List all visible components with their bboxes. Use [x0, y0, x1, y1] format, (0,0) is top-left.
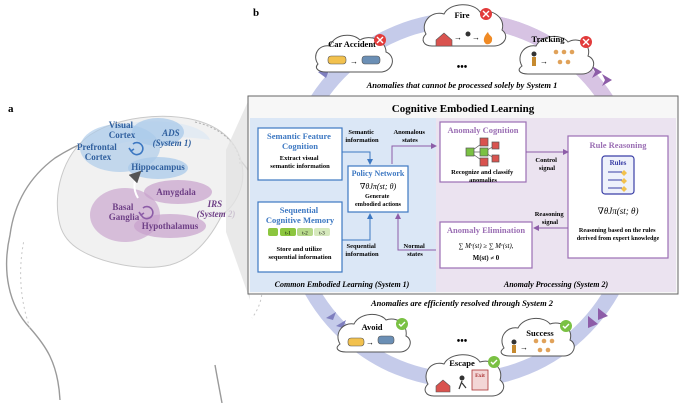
chain-label-3: t-3 [319, 232, 325, 237]
anomaly-elimination-box [439, 221, 533, 269]
anomaly-elimination-title: Anomaly Elimination [447, 225, 525, 235]
ads-label: ADS (System 1) [153, 128, 192, 148]
svg-text:→: → [540, 57, 548, 66]
policy-network-box [347, 165, 409, 213]
semantic-info-label: Semantic information [345, 129, 379, 144]
svg-text:→: → [472, 33, 480, 42]
policy-desc: Generate embodied actions [355, 193, 401, 208]
avoid-label: Avoid [361, 322, 382, 332]
anomaly-cognition-desc: Recognize and classify anomalies [451, 169, 515, 184]
anomalous-states-label: Anomalous states [393, 129, 426, 144]
purple-brain-region [90, 180, 212, 242]
fire-label: Fire [455, 10, 470, 20]
crashed-car-icon [361, 55, 381, 65]
sequential-memory-desc: Store and utilize sequential information [268, 246, 331, 261]
footer-system1: Common Embodied Learning (System 1) [275, 280, 410, 289]
rule-formula: ∇θJπ(st; θ) [598, 206, 639, 216]
arrow-icon: → [350, 57, 358, 66]
car-icon [377, 335, 395, 345]
ring-chevrons-bottom-right [588, 308, 608, 328]
escape-label: Escape [449, 358, 475, 368]
success-check-icon [560, 320, 572, 332]
irs-label: IRS (System 2) [197, 199, 236, 219]
semantic-info-arrow [342, 151, 373, 165]
cloud-escape: Escape Exit [424, 354, 505, 397]
bottom-ellipsis: ••• [457, 336, 468, 347]
normal-states-label: Normal states [404, 243, 427, 258]
cloud-car-accident: Car Accident → [315, 34, 393, 73]
person-icon [511, 339, 517, 345]
success-check-icon [488, 356, 500, 368]
reasoning-signal-label: Reasoning signal [535, 211, 566, 226]
blue-brain-region [80, 118, 188, 179]
top-ellipsis: ••• [457, 62, 468, 73]
car-icon [327, 55, 347, 65]
memory-chain-icon: t-1 t-2 t-3 [268, 228, 330, 237]
crowd-icon [533, 338, 555, 353]
semantic-feature-desc: Extract visual semantic information [270, 155, 330, 170]
hypothalamus-label: Hypothalamus [142, 221, 199, 231]
top-caption: Anomalies that cannot be processed solel… [366, 80, 558, 90]
elimination-formula-2: M(st) ≠ 0 [473, 255, 500, 262]
house-icon [435, 32, 453, 47]
policy-formula: ∇θJπ(st; θ) [360, 182, 397, 191]
panel-a-letter: a [8, 103, 14, 115]
ring-chevrons-right-top [592, 66, 612, 86]
footer-system2: Anomaly Processing (System 2) [503, 280, 609, 289]
car-icon [347, 337, 365, 347]
tracking-label: Tracking [532, 34, 566, 44]
rules-book-icon [601, 155, 635, 195]
svg-text:→: → [454, 33, 462, 42]
exit-door-icon [471, 369, 489, 391]
person-icon [531, 51, 537, 57]
control-signal-label: Control signal [535, 157, 558, 172]
running-person-icon [459, 375, 465, 381]
zoom-cone [226, 97, 250, 300]
semantic-feature-box [257, 127, 343, 181]
rule-reasoning-title: Rule Reasoning [590, 140, 648, 150]
exit-sign: Exit [475, 373, 485, 379]
normal-states-arrow [395, 213, 436, 251]
sequential-info-label: Sequential information [345, 243, 379, 258]
sequential-memory-title: Sequential Cognitive Memory [266, 205, 335, 225]
chain-label-2: t-2 [302, 232, 308, 237]
brain-link-arrow [128, 170, 142, 199]
house-icon [435, 379, 451, 393]
success-check-icon [396, 318, 408, 330]
chain-label-1: t-1 [285, 232, 291, 237]
svg-text:→: → [366, 338, 374, 347]
visual-cortex-label: Visual Cortex [109, 120, 136, 140]
car-accident-label: Car Accident [328, 39, 376, 49]
irs-cycle-icon [138, 205, 154, 220]
semantic-feature-title: Semantic Feature Cognition [267, 131, 333, 151]
sequential-info-arrow [342, 213, 373, 241]
anomalous-states-arrow [391, 143, 437, 164]
cloud-tracking: Tracking → [518, 34, 595, 75]
rule-reasoning-desc: Reasoning based on the rules derived fro… [577, 227, 660, 242]
elimination-formula-1: ∑ Mᶜ(st) ≥ ∑ Mᶜ(st), [459, 243, 514, 250]
rules-label: Rules [610, 159, 627, 167]
success-label: Success [526, 328, 554, 338]
person-icon [465, 31, 471, 37]
prefrontal-cortex-label: Prefrontal Cortex [77, 142, 119, 162]
sequential-memory-box [257, 201, 343, 273]
basal-ganglia-label: Basal Ganglia [109, 202, 140, 222]
ads-cycle-icon [128, 141, 144, 156]
cloud-fire: Fire → → [422, 4, 507, 47]
anomaly-cognition-title: Anomaly Cognition [447, 125, 518, 135]
policy-network-title: Policy Network [352, 169, 405, 178]
panel-b-letter: b [253, 7, 259, 19]
crowd-icon [553, 49, 575, 65]
cloud-success: Success → [500, 318, 575, 357]
bottom-caption: Anomalies are efficiently resolved throu… [370, 298, 554, 308]
svg-text:→: → [520, 343, 528, 352]
classification-tree-icon [465, 137, 500, 167]
amygdala-label: Amygdala [156, 187, 196, 197]
cloud-avoid: Avoid → [336, 314, 411, 353]
hippocampus-label: Hippocampus [131, 162, 185, 172]
box-title: Cognitive Embodied Learning [392, 103, 535, 115]
flame-icon [483, 32, 493, 45]
